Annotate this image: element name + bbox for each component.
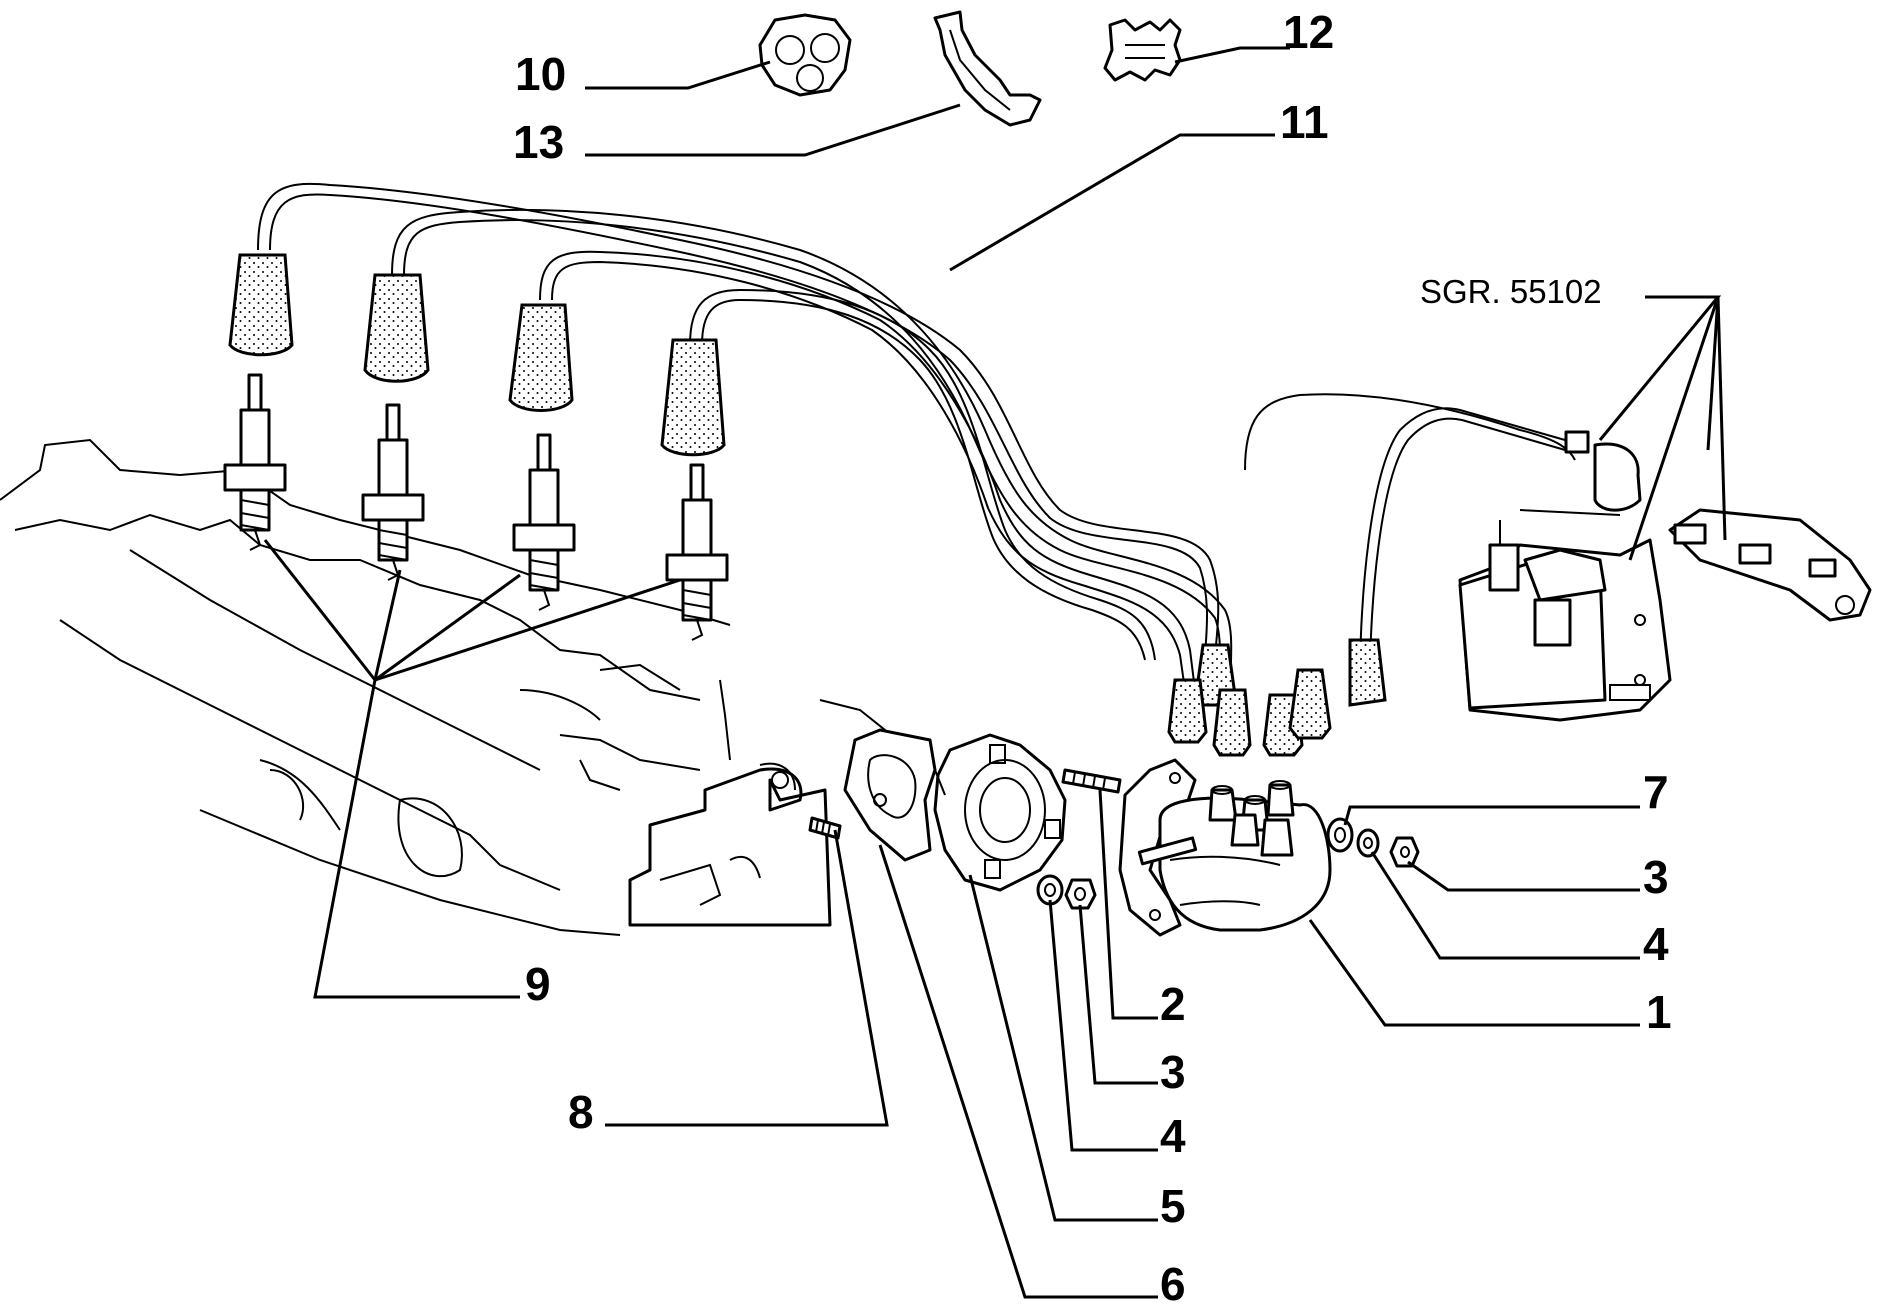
- wire-clip-10: [758, 13, 852, 97]
- stud-2: [1061, 768, 1122, 794]
- callout-2: 2: [1160, 978, 1186, 1030]
- ignition-leads-11: [257, 182, 1576, 696]
- callout-1: 1: [1646, 986, 1672, 1038]
- callout-13: 13: [513, 116, 564, 168]
- spark-plug-boots: [228, 253, 726, 457]
- washer-7: [1326, 817, 1354, 853]
- washer-4-right: [1356, 828, 1380, 858]
- distributor-1: [1118, 758, 1332, 937]
- leader-lines: [263, 46, 1727, 1299]
- spark-plugs-9: [223, 373, 729, 641]
- callout-6: 6: [1160, 1258, 1186, 1310]
- ignition-coil-assembly: [1348, 407, 1872, 722]
- callout-4-right: 4: [1643, 918, 1669, 970]
- callout-5: 5: [1160, 1180, 1186, 1232]
- engine-block: [0, 438, 886, 936]
- nut-3-left: [1064, 878, 1097, 910]
- callout-labels: 10 13 12 11 7 3 4 1 9 2 3 8 4 5 6 SGR. 5…: [513, 6, 1672, 1310]
- stud-8: [808, 816, 842, 840]
- gasket-6: [843, 728, 937, 862]
- callout-10: 10: [515, 48, 566, 100]
- callout-9: 9: [525, 958, 551, 1010]
- flange-5: [933, 733, 1067, 892]
- washer-4-left: [1036, 874, 1064, 906]
- wire-clip-12: [1103, 18, 1182, 82]
- reference-label: SGR. 55102: [1420, 273, 1602, 310]
- callout-11: 11: [1280, 96, 1329, 148]
- callout-12: 12: [1283, 6, 1334, 58]
- distributor-lead-boots: [1167, 643, 1332, 757]
- callout-8: 8: [568, 1086, 594, 1138]
- callout-7: 7: [1643, 766, 1669, 818]
- callout-3-bottom: 3: [1160, 1046, 1186, 1098]
- nut-3-right: [1389, 836, 1420, 868]
- callout-4-bottom: 4: [1160, 1110, 1186, 1162]
- wire-bracket-13: [933, 10, 1042, 127]
- callout-3-right: 3: [1643, 851, 1669, 903]
